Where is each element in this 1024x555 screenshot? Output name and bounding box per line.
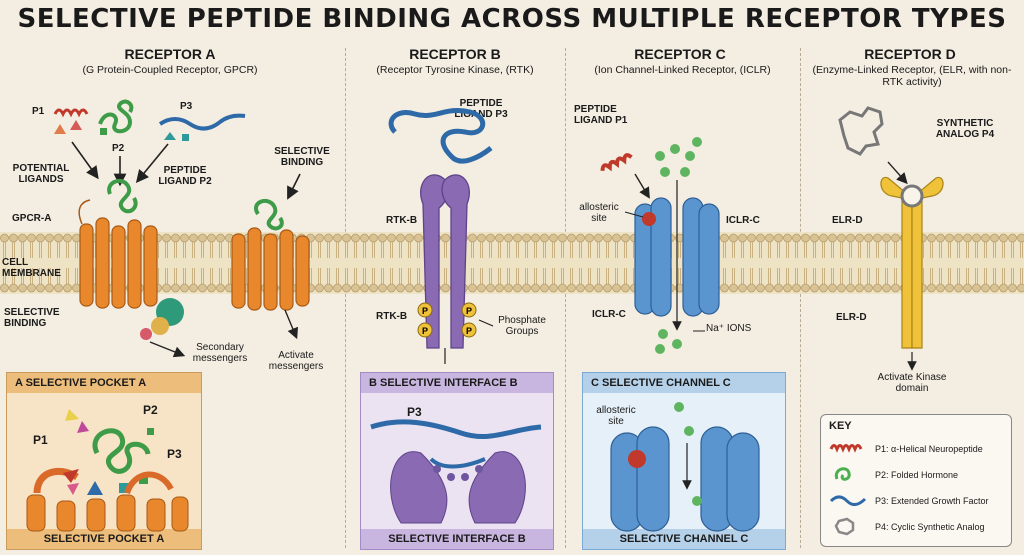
allosteric-site-icon bbox=[628, 450, 646, 468]
receptor-d-illustration bbox=[838, 106, 944, 371]
channel-c-illustration bbox=[610, 402, 760, 532]
inset-selective-channel-c: C SELECTIVE CHANNEL C SELECTIVE CHANNEL … bbox=[582, 372, 786, 550]
gpcr-a-label: GPCR-A bbox=[12, 213, 52, 224]
pocket-a-illustration bbox=[26, 409, 189, 532]
potential-ligands-label: POTENTIAL LIGANDS bbox=[12, 163, 70, 185]
cell-membrane bbox=[0, 232, 1024, 294]
extended-chain-icon bbox=[829, 495, 867, 506]
activate-messengers-label: Activate messengers bbox=[268, 350, 324, 372]
key-item-p1-label: P1: α-Helical Neuropeptide bbox=[875, 444, 983, 454]
inset-a-footer: SELECTIVE POCKET A bbox=[7, 529, 201, 549]
folded-hormone-icon bbox=[834, 467, 851, 481]
receptor-d-heading: RECEPTOR D bbox=[864, 46, 956, 62]
sodium-ion-icon bbox=[655, 137, 702, 354]
rtk-b-bottom-label: RTK-B bbox=[376, 311, 408, 322]
key-item-p2-label: P2: Folded Hormone bbox=[875, 470, 959, 480]
receptor-b-heading: RECEPTOR B bbox=[409, 46, 501, 62]
peptide-ligand-p1-label: PEPTIDE LIGAND P1 bbox=[574, 104, 628, 126]
cell-membrane-label: CELL MEMBRANE bbox=[2, 257, 61, 279]
inset-c-header: C SELECTIVE CHANNEL C bbox=[583, 373, 785, 393]
svg-text:P: P bbox=[466, 306, 472, 316]
p1-label: P1 bbox=[32, 106, 45, 117]
svg-text:P: P bbox=[466, 326, 472, 336]
inset-selective-interface-b: B SELECTIVE INTERFACE B SELECTIVE INTERF… bbox=[360, 372, 554, 550]
inset-a-p2-label: P2 bbox=[143, 403, 158, 417]
helix-icon bbox=[829, 444, 863, 453]
column-separator bbox=[565, 48, 566, 548]
p3-extended-icon bbox=[388, 108, 493, 164]
column-separator bbox=[345, 48, 346, 548]
key-item-p2: P2: Folded Hormone bbox=[829, 465, 1009, 487]
key-item-p1: P1: α-Helical Neuropeptide bbox=[829, 439, 1009, 461]
gpcr-a-receptor bbox=[79, 217, 158, 309]
p4-cyclic-icon bbox=[838, 106, 884, 156]
svg-text:P: P bbox=[422, 306, 428, 316]
peptide-ligand-p2-label: PEPTIDE LIGAND P2 bbox=[158, 165, 212, 187]
p2-label: P2 bbox=[112, 143, 125, 154]
iclr-c-receptor bbox=[634, 197, 720, 317]
receptor-b-subtitle: (Receptor Tyrosine Kinase, (RTK) bbox=[376, 64, 534, 76]
interface-b-illustration bbox=[370, 419, 542, 524]
inset-a-header: A SELECTIVE POCKET A bbox=[7, 373, 201, 393]
phosphate-groups-label: Phosphate Groups bbox=[498, 315, 546, 337]
svg-text:P: P bbox=[422, 326, 428, 336]
selective-binding-left-label: SELECTIVE BINDING bbox=[4, 307, 60, 329]
allosteric-site-icon bbox=[642, 212, 656, 226]
receptor-a-illustration bbox=[53, 99, 310, 358]
p3-label: P3 bbox=[180, 101, 193, 112]
inset-selective-pocket-a: A SELECTIVE POCKET A SELECTIVE POCKET A … bbox=[6, 372, 202, 550]
key-item-p3-label: P3: Extended Growth Factor bbox=[875, 496, 989, 506]
phosphate-icon: P P P P bbox=[417, 302, 477, 338]
p2-folded-icon bbox=[98, 99, 134, 134]
selective-binding-right-label: SELECTIVE BINDING bbox=[274, 146, 330, 168]
triangle-marker-icon bbox=[70, 120, 82, 130]
cyclic-analog-icon bbox=[834, 517, 855, 536]
receptor-c-heading: RECEPTOR C bbox=[634, 46, 726, 62]
inset-b-p3-label: P3 bbox=[407, 405, 422, 419]
activate-kinase-label: Activate Kinase domain bbox=[877, 372, 947, 394]
column-separator bbox=[800, 48, 801, 548]
inset-a-p1-label: P1 bbox=[33, 433, 48, 447]
peptide-ligand-p3-label: PEPTIDE LIGAND P3 bbox=[454, 98, 508, 120]
receptor-a-subtitle: (G Protein-Coupled Receptor, GPCR) bbox=[82, 64, 258, 76]
p1-helix-icon bbox=[600, 153, 633, 172]
iclr-c-top-label: ICLR-C bbox=[726, 215, 760, 226]
p1-helix-icon bbox=[53, 108, 89, 118]
gpcr-a-activated-receptor bbox=[231, 227, 310, 311]
triangle-marker-icon bbox=[54, 124, 66, 134]
diagram-title: SELECTIVE PEPTIDE BINDING ACROSS MULTIPL… bbox=[17, 4, 1007, 34]
receptor-b-illustration: P P P P bbox=[388, 108, 494, 364]
inset-c-allosteric-label: allosteric site bbox=[596, 405, 636, 427]
legend-key: KEY P1: α-Helical Neuropeptide P2: Folde… bbox=[820, 414, 1012, 547]
key-item-p3: P3: Extended Growth Factor bbox=[829, 491, 1009, 513]
rtk-b-receptor bbox=[420, 174, 449, 349]
receptor-c-subtitle: (Ion Channel-Linked Receptor, (ICLR) bbox=[594, 64, 771, 76]
receptor-d-subtitle: (Enzyme-Linked Receptor, (ELR, with non-… bbox=[812, 64, 1012, 88]
rtk-b-top-label: RTK-B bbox=[386, 215, 418, 226]
na-ions-label: Na⁺ IONS bbox=[706, 323, 752, 334]
key-item-p4-label: P4: Cyclic Synthetic Analog bbox=[875, 522, 985, 532]
secondary-messengers-label: Secondary messengers bbox=[192, 342, 248, 364]
p3-extended-icon bbox=[158, 113, 246, 131]
key-title: KEY bbox=[829, 420, 852, 432]
allosteric-site-label: allosteric site bbox=[579, 202, 619, 224]
elr-d-receptor bbox=[880, 176, 944, 349]
receptor-c-illustration bbox=[600, 137, 720, 354]
synthetic-analog-label: SYNTHETIC ANALOG P4 bbox=[935, 118, 995, 140]
elr-d-bottom-label: ELR-D bbox=[836, 312, 867, 323]
inset-b-footer: SELECTIVE INTERFACE B bbox=[361, 529, 553, 549]
iclr-c-bottom-label: ICLR-C bbox=[592, 309, 626, 320]
key-item-p4: P4: Cyclic Synthetic Analog bbox=[829, 517, 1009, 539]
receptor-a-heading: RECEPTOR A bbox=[124, 46, 216, 62]
inset-b-header: B SELECTIVE INTERFACE B bbox=[361, 373, 553, 393]
elr-d-top-label: ELR-D bbox=[832, 215, 863, 226]
inset-a-p3-label: P3 bbox=[167, 447, 182, 461]
inset-c-footer: SELECTIVE CHANNEL C bbox=[583, 529, 785, 549]
